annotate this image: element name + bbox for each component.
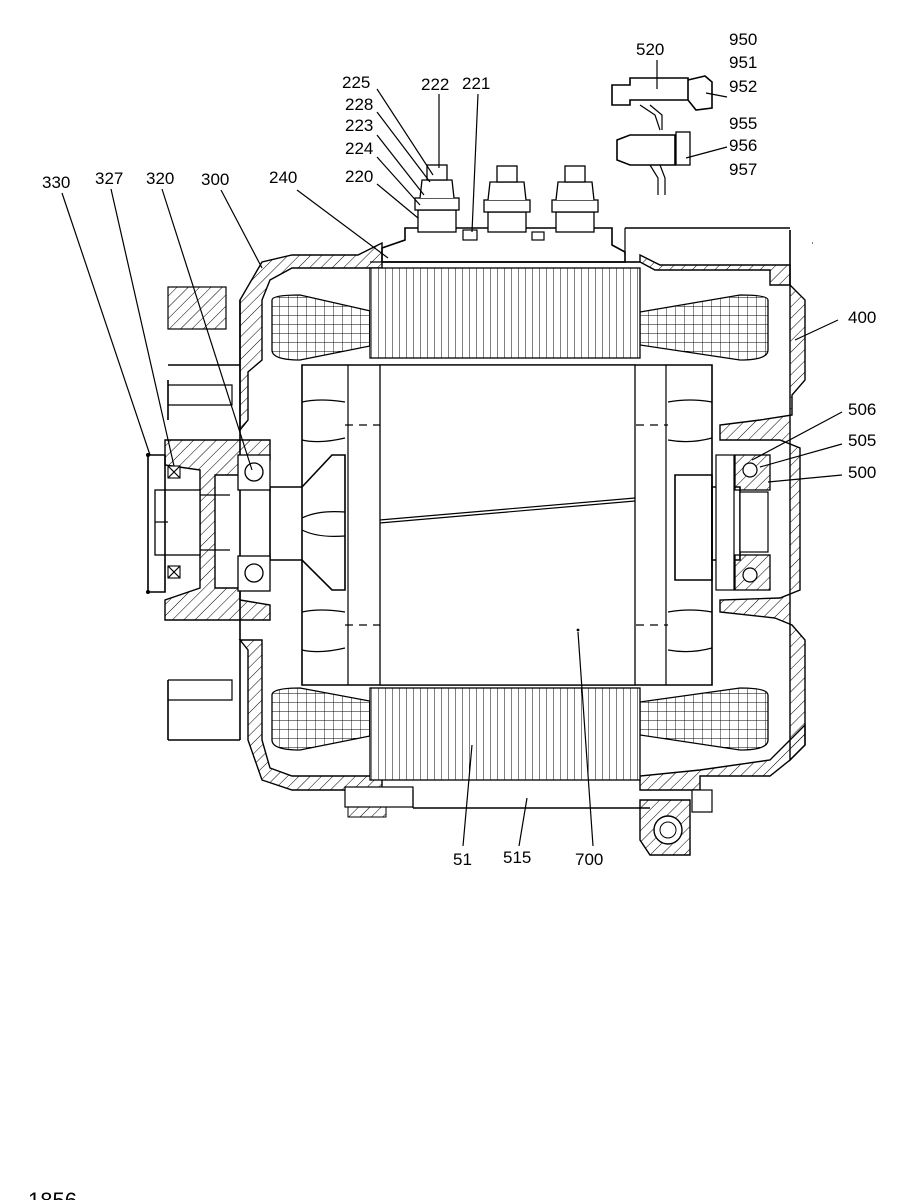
label-952: 952 [729,77,757,96]
label-224: 224 [345,139,373,158]
stator-core [369,261,641,781]
label-506: 506 [848,400,876,419]
label-505: 505 [848,431,876,450]
label-222: 222 [421,75,449,94]
label-515: 515 [503,848,531,867]
label-500: 500 [848,463,876,482]
label-221: 221 [462,74,490,93]
label-220: 220 [345,167,373,186]
label-400: 400 [848,308,876,327]
bearing-right [715,454,771,591]
label-520: 520 [636,40,664,59]
terminal-stud-2 [483,165,531,233]
label-957: 957 [729,160,757,179]
label-228: 228 [345,95,373,114]
housing [164,241,806,856]
label-955: 955 [729,114,757,133]
housing-outline [167,227,813,741]
sensor-955 [616,131,691,195]
label-240: 240 [269,168,297,187]
end-cap [146,453,181,594]
label-951: 951 [729,53,757,72]
part-labels: 330 327 320 300 240 220 224 223 228 225 … [42,30,876,869]
rotor [301,364,713,686]
label-327: 327 [95,169,123,188]
label-700: 700 [575,850,603,869]
figure-number: 1856 [28,1188,77,1200]
leader-lines [61,60,843,847]
label-950: 950 [729,30,757,49]
label-223: 223 [345,116,373,135]
terminal-stud-1 [414,164,460,233]
label-330: 330 [42,173,70,192]
sensor-520 [611,75,713,131]
stator-winding [271,294,769,751]
label-300: 300 [201,170,229,189]
label-51: 51 [453,850,472,869]
label-956: 956 [729,136,757,155]
label-225: 225 [342,73,370,92]
label-320: 320 [146,169,174,188]
terminal-box [381,227,640,263]
terminal-stud-3 [551,165,599,233]
bearing-left [237,454,271,592]
